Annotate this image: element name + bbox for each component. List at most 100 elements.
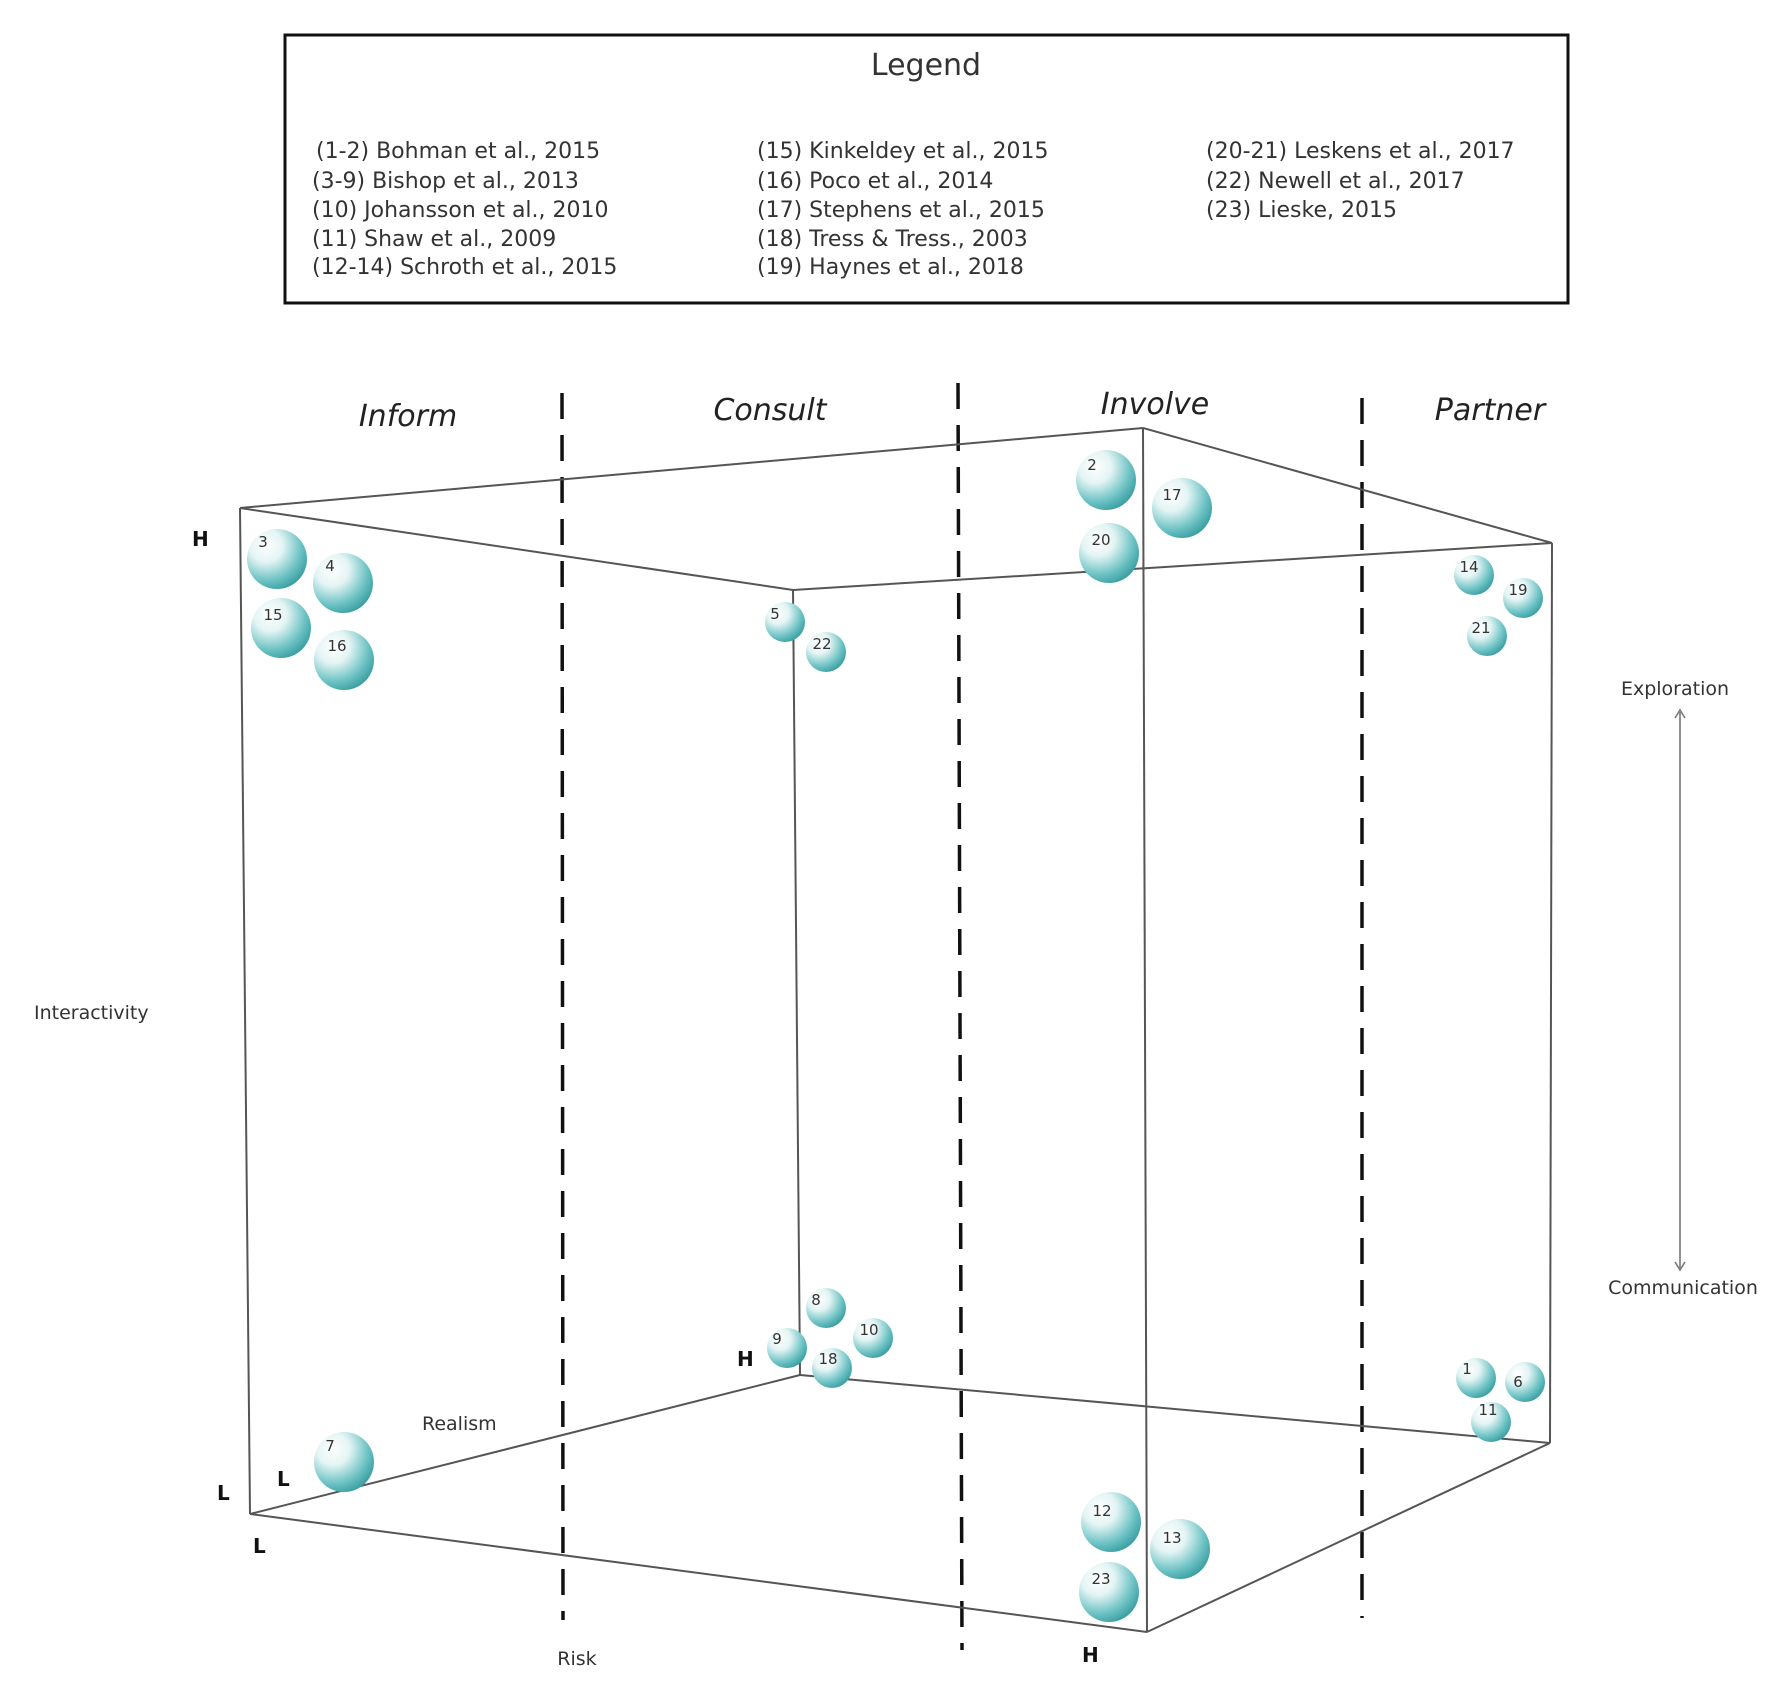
separator-line: [956, 382, 964, 1651]
column-label-consult: Consult: [713, 393, 827, 428]
axis-label-interactivity: Interactivity: [34, 1002, 149, 1024]
bubble-label: 21: [1471, 619, 1490, 637]
cube-edge: [239, 427, 1144, 509]
bubble-sphere: [1467, 616, 1507, 656]
bubble: 5: [765, 602, 805, 642]
legend-item: (19) Haynes et al., 2018: [757, 255, 1024, 280]
bubble-label: 16: [327, 637, 346, 655]
bubble-label: 7: [325, 1437, 335, 1455]
bubble-sphere: [853, 1318, 893, 1358]
bubble-label: 20: [1091, 531, 1110, 549]
cube-edge: [249, 1513, 1148, 1633]
exploration-communication-arrow: [1674, 708, 1686, 1272]
axis-label-exploration: Exploration: [1621, 678, 1729, 700]
legend-item: (18) Tress & Tress., 2003: [757, 227, 1028, 252]
bubble-sphere: [1152, 478, 1212, 538]
bubble-label: 3: [258, 533, 268, 551]
bubble: 16: [314, 630, 374, 690]
bubble-sphere: [1505, 1362, 1545, 1402]
bubble: 7: [314, 1432, 374, 1492]
bubble: 8: [806, 1288, 846, 1328]
column-label-partner: Partner: [1435, 393, 1547, 428]
axis-label-communication: Communication: [1608, 1277, 1758, 1299]
bubble: 22: [806, 632, 846, 672]
axis-label-realism: Realism: [422, 1413, 497, 1435]
bubble: 4: [313, 553, 373, 613]
bubble: 3: [247, 529, 307, 589]
bubble-label: 11: [1478, 1401, 1497, 1419]
bubble-sphere: [1081, 1492, 1141, 1552]
axis-label-risk: Risk: [557, 1648, 596, 1670]
column-label-involve: Involve: [1101, 387, 1210, 422]
high-mark: H: [737, 1347, 754, 1371]
bubble-label: 15: [263, 606, 282, 624]
bubble-label: 19: [1508, 581, 1527, 599]
cube-edge: [1146, 1442, 1551, 1633]
cube-edge: [1142, 427, 1553, 544]
bubble-sphere: [1079, 1562, 1139, 1622]
cube-edge: [792, 542, 1553, 591]
bubble-label: 18: [818, 1350, 837, 1368]
low-mark: L: [253, 1534, 266, 1558]
bubble: 11: [1471, 1401, 1511, 1442]
legend-item: (22) Newell et al., 2017: [1206, 169, 1465, 194]
bubble: 6: [1505, 1362, 1545, 1402]
legend-item: (1-2) Bohman et al., 2015: [316, 139, 600, 164]
bubble-label: 13: [1162, 1529, 1181, 1547]
legend-column-1: (1-2) Bohman et al., 2015 (3-9) Bishop e…: [312, 139, 617, 280]
bubble-label: 6: [1513, 1373, 1523, 1391]
bubble-sphere: [1076, 450, 1136, 510]
bubble-label: 14: [1459, 558, 1478, 576]
legend-box: [283, 33, 1570, 305]
low-mark: L: [217, 1481, 230, 1505]
cube-edge: [239, 507, 794, 591]
bubble-sphere: [314, 630, 374, 690]
arrow-head-up: [1674, 708, 1686, 719]
bubble-sphere: [765, 602, 805, 642]
legend-item: (16) Poco et al., 2014: [757, 169, 993, 194]
column-label-inform: Inform: [359, 399, 457, 434]
cube-wireframe: [239, 427, 1553, 1633]
bubble-sphere: [806, 1288, 846, 1328]
bubble-label: 1: [1462, 1360, 1472, 1378]
bubble: 1: [1456, 1358, 1496, 1398]
bubble-sphere: [251, 598, 311, 658]
bubble-sphere: [1150, 1519, 1210, 1579]
bubble-sphere: [1454, 555, 1494, 595]
bubble-sphere: [1471, 1402, 1511, 1442]
bubble-label: 17: [1162, 486, 1181, 504]
bubble-label: 8: [811, 1291, 821, 1309]
legend-column-2: (15) Kinkeldey et al., 2015 (16) Poco et…: [757, 139, 1048, 280]
bubble: 10: [853, 1318, 893, 1358]
bubble: 12: [1081, 1492, 1141, 1552]
legend-item: (15) Kinkeldey et al., 2015: [757, 139, 1048, 164]
bubble: 2: [1076, 450, 1136, 510]
bubble-sphere: [767, 1328, 807, 1368]
legend-item: (23) Lieske, 2015: [1206, 198, 1397, 223]
bubble-label: 10: [859, 1321, 878, 1339]
legend-item: (11) Shaw et al., 2009: [312, 227, 556, 252]
bubble-label: 12: [1092, 1502, 1111, 1520]
bubble-sphere: [812, 1348, 852, 1388]
cube-edge: [239, 507, 251, 1515]
bubble-label: 23: [1091, 1570, 1110, 1588]
bubble-sphere: [1503, 578, 1543, 618]
cube-edge: [1549, 542, 1553, 1444]
bubbles: 2 17 20 3 4 15 16 5 22 14 19 21 8 9 10 1…: [247, 450, 1545, 1622]
bubble: 14: [1454, 555, 1494, 595]
bubble-label: 4: [325, 557, 335, 575]
column-separators: [560, 382, 1364, 1651]
legend-item: (10) Johansson et al., 2010: [312, 198, 609, 223]
bubble: 17: [1152, 478, 1212, 538]
separator-line: [560, 392, 565, 1621]
bubble-sphere: [806, 632, 846, 672]
cube-edge: [1142, 427, 1148, 1633]
bubble-label: 9: [772, 1330, 782, 1348]
bubble: 20: [1079, 523, 1139, 583]
cube-edge: [799, 1374, 1551, 1444]
legend-column-3: (20-21) Leskens et al., 2017 (22) Newell…: [1206, 139, 1515, 223]
legend-item: (12-14) Schroth et al., 2015: [312, 255, 617, 280]
bubble: 18: [812, 1348, 852, 1388]
low-mark: L: [277, 1467, 290, 1491]
